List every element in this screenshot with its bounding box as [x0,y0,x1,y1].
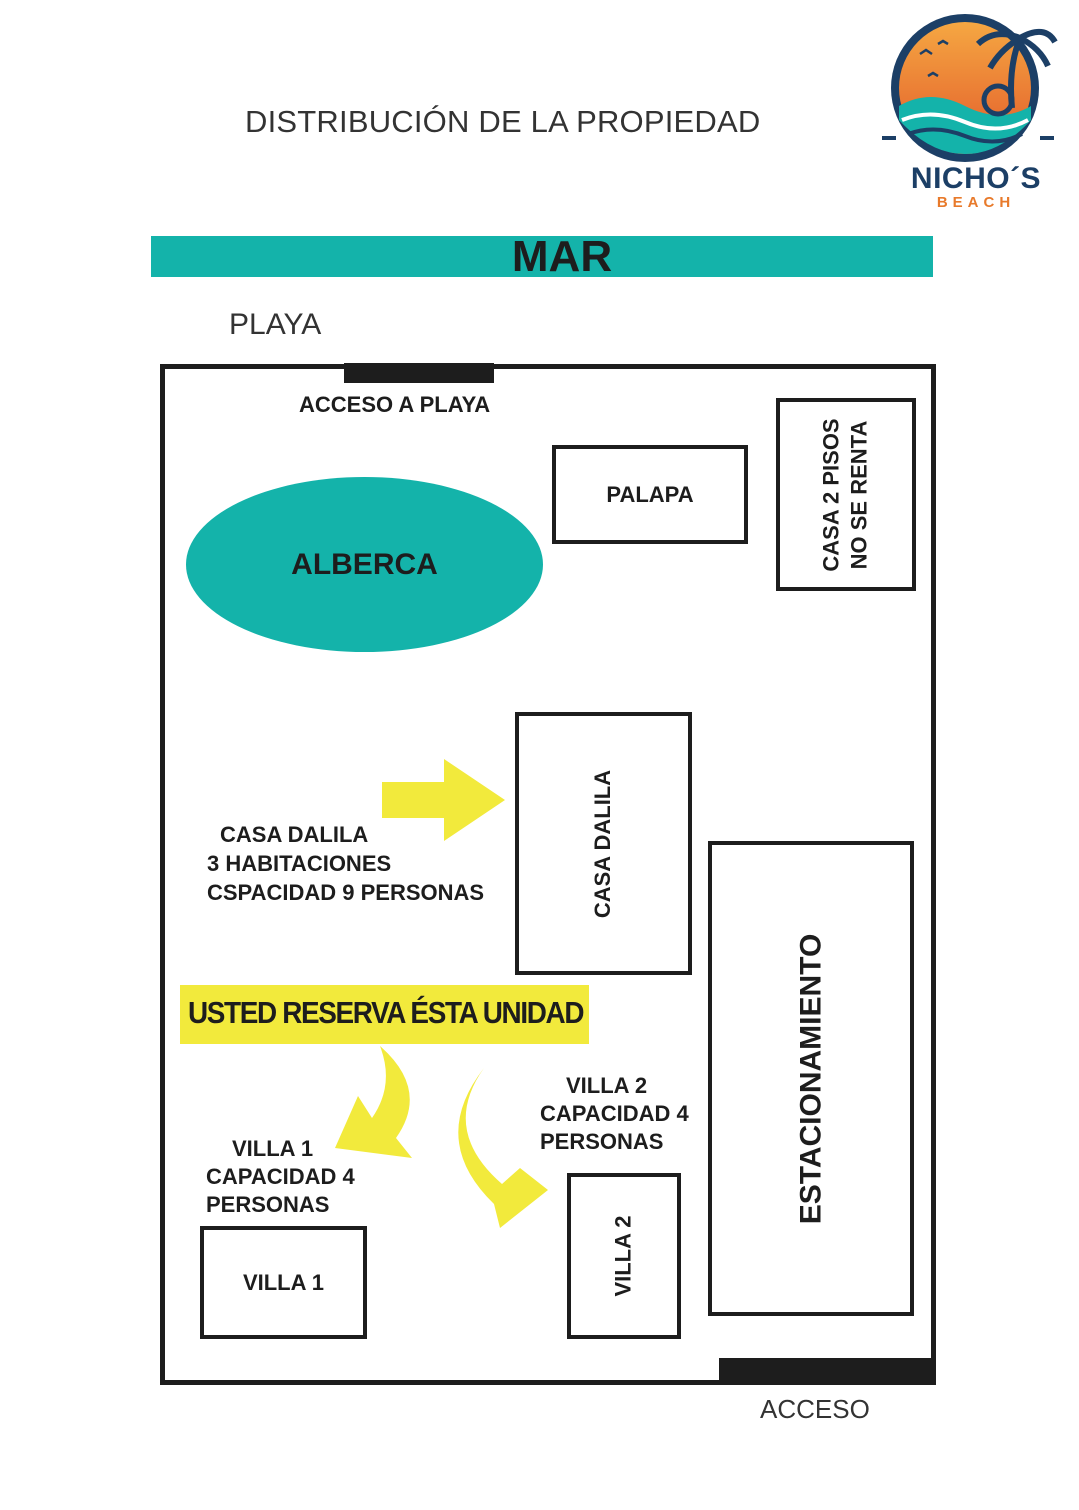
villa1-info-capacity: CAPACIDAD 4 [206,1164,355,1189]
casa-dalila-label: CASA DALILA [590,769,616,918]
main-access-gate [719,1358,932,1380]
palapa-box: PALAPA [552,445,748,544]
villa2-info-name: VILLA 2 [566,1073,648,1098]
beach-access-gate [344,363,494,383]
casa-dalila-info-name: CASA DALILA [220,822,369,847]
villa1-info-name: VILLA 1 [232,1136,314,1161]
reserve-banner [180,985,589,1044]
villa2-info-persons: PERSONAS [540,1129,664,1154]
reserve-banner-text: USTED RESERVA ÉSTA UNIDAD [188,995,584,1030]
villa2-label: VILLA 2 [611,1215,636,1297]
parking-label: ESTACIONAMIENTO [794,933,828,1224]
access-label: ACCESO [760,1394,870,1424]
page-title: DISTRIBUCIÓN DE LA PROPIEDAD [245,104,761,139]
house-two-floors-box: CASA 2 PISOS NO SE RENTA [776,398,916,591]
villa1-box: VILLA 1 [200,1226,367,1339]
villa2-box: VILLA 2 [567,1173,681,1339]
casa-dalila-box: CASA DALILA [515,712,692,975]
sea-band [151,236,933,277]
casa-dalila-info-capacity: CSPACIDAD 9 PERSONAS [207,880,485,905]
pool-label: ALBERCA [291,547,438,581]
house2-line1: CASA 2 PISOS [819,417,845,572]
casa-dalila-info-rooms: 3 HABITACIONES [207,851,392,876]
villa1-info-persons: PERSONAS [206,1192,330,1217]
parking-box: ESTACIONAMIENTO [708,841,914,1316]
logo-name: NICHO´S [910,162,1042,195]
villa1-label: VILLA 1 [242,1269,325,1295]
sea-label: MAR [511,232,613,281]
nichos-beach-logo [882,14,1058,162]
house2-line2: NO SE RENTA [847,420,873,569]
beach-access-label: ACCESO A PLAYA [299,392,491,417]
palapa-label: PALAPA [606,481,694,507]
logo-subtitle: BEACH [936,194,1016,211]
villa2-info-capacity: CAPACIDAD 4 [540,1101,689,1126]
pool-shape: ALBERCA [186,477,543,652]
beach-label: PLAYA [229,308,322,341]
